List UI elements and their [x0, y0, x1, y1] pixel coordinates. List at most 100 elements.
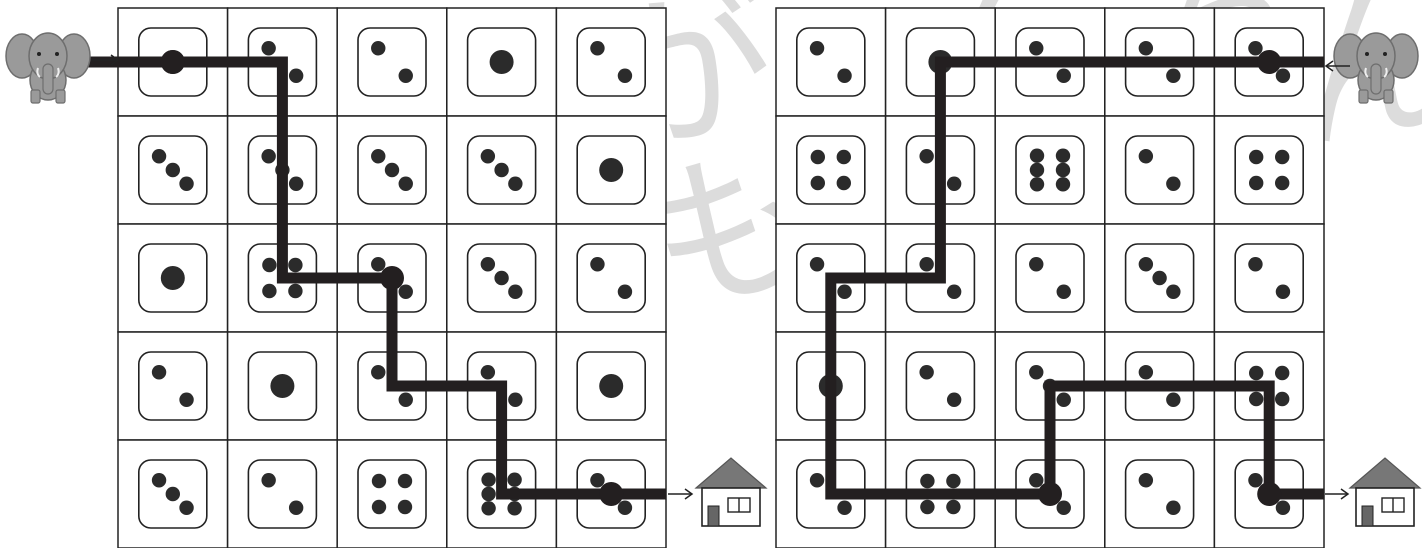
die-pip — [590, 473, 604, 487]
die-face — [358, 460, 426, 528]
die-pip — [179, 177, 193, 191]
die-face — [248, 460, 316, 528]
die-pip — [152, 365, 166, 379]
die-pip — [152, 473, 166, 487]
die-pip — [1139, 473, 1153, 487]
die-pip — [1249, 392, 1263, 406]
board-cell — [1105, 224, 1215, 332]
board-cell — [118, 224, 228, 332]
die-pip — [810, 473, 824, 487]
board-cell — [1214, 116, 1324, 224]
die-pip — [599, 158, 623, 182]
path-node — [599, 482, 623, 506]
die-pip — [166, 487, 180, 501]
board-cell — [337, 8, 447, 116]
die-pip — [1275, 150, 1289, 164]
die-pip — [507, 501, 521, 515]
die-pip — [399, 285, 413, 299]
die-pip — [1057, 393, 1071, 407]
elephant-eye — [55, 52, 59, 56]
die-face — [1016, 244, 1084, 312]
die-face — [797, 28, 865, 96]
board-cell — [337, 116, 447, 224]
die-face — [139, 352, 207, 420]
die-pip — [946, 500, 960, 514]
die-pip — [490, 50, 514, 74]
elephant-eye — [37, 52, 41, 56]
die-pip — [371, 149, 385, 163]
board-cell — [118, 116, 228, 224]
die-face — [577, 28, 645, 96]
die-pip — [289, 501, 303, 515]
die-face — [577, 244, 645, 312]
die-pip — [590, 257, 604, 271]
die-pip — [837, 285, 851, 299]
die-pip — [1152, 271, 1166, 285]
board-cell — [776, 116, 886, 224]
board-cell — [886, 332, 996, 440]
elephant-trunk — [1371, 64, 1381, 94]
die-pip — [481, 365, 495, 379]
die-pip — [1166, 177, 1180, 191]
die-pip — [837, 176, 851, 190]
board-cell — [556, 224, 666, 332]
die-pip — [618, 501, 632, 515]
die-pip — [508, 393, 522, 407]
die-pip — [1166, 69, 1180, 83]
die-pip — [1030, 177, 1044, 191]
board-cell — [118, 332, 228, 440]
elephant-eye — [1365, 52, 1369, 56]
die-pip — [810, 257, 824, 271]
die-pip — [1029, 257, 1043, 271]
die-pip — [1248, 41, 1262, 55]
die-pip — [289, 177, 303, 191]
house-door — [708, 506, 719, 526]
die-pip — [481, 501, 495, 515]
die-face — [1016, 136, 1084, 204]
die-pip — [179, 393, 193, 407]
die-pip — [398, 500, 412, 514]
die-pip — [837, 69, 851, 83]
die-pip — [1056, 149, 1070, 163]
die-pip — [1248, 257, 1262, 271]
board-cell — [118, 440, 228, 548]
die-pip — [1249, 150, 1263, 164]
die-pip — [261, 41, 275, 55]
die-pip — [947, 393, 961, 407]
board-cell — [556, 332, 666, 440]
die-pip — [288, 284, 302, 298]
elephant-icon — [6, 33, 90, 103]
die-pip — [919, 149, 933, 163]
die-pip — [1029, 473, 1043, 487]
die-pip — [811, 150, 825, 164]
die-pip — [371, 365, 385, 379]
die-pip — [270, 374, 294, 398]
board-cell — [1105, 440, 1215, 548]
die-pip — [1057, 69, 1071, 83]
die-pip — [1057, 285, 1071, 299]
die-face — [358, 28, 426, 96]
die-pip — [1275, 366, 1289, 380]
die-pip — [1057, 501, 1071, 515]
die-pip — [494, 271, 508, 285]
die-pip — [618, 69, 632, 83]
die-pip — [398, 474, 412, 488]
die-pip — [1056, 177, 1070, 191]
die-pip — [494, 163, 508, 177]
board-left — [63, 8, 666, 548]
path-node — [1257, 482, 1281, 506]
die-pip — [261, 473, 275, 487]
die-pip — [1166, 393, 1180, 407]
die-pip — [262, 258, 276, 272]
die-pip — [618, 285, 632, 299]
die-pip — [1248, 473, 1262, 487]
die-face — [797, 136, 865, 204]
path-node — [380, 266, 404, 290]
die-pip — [507, 473, 521, 487]
house-roof — [696, 458, 766, 488]
die-pip — [837, 150, 851, 164]
board-cell — [1105, 116, 1215, 224]
die-pip — [1276, 501, 1290, 515]
board-cell — [447, 8, 557, 116]
